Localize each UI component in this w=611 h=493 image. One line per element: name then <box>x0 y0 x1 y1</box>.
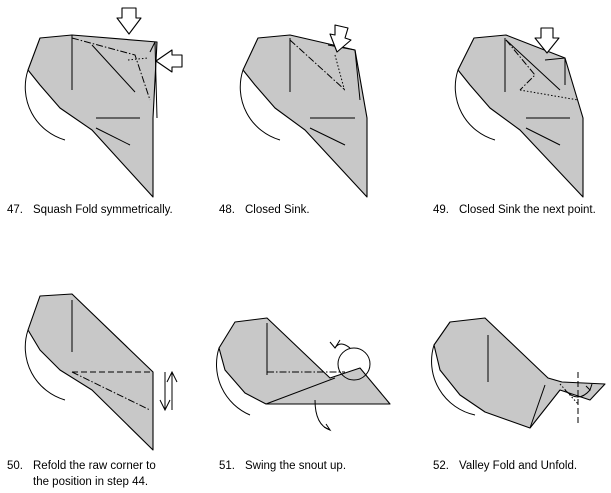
step-49-figure <box>454 27 584 198</box>
step-50-caption: 50. Refold the raw corner to the position… <box>7 458 156 490</box>
step-text: Squash Fold symmetrically. <box>33 204 173 216</box>
step-47-caption: 47. Squash Fold symmetrically. <box>7 202 173 218</box>
step-51-caption: 51. Swing the snout up. <box>219 458 346 474</box>
step-text: Valley Fold and Unfold. <box>459 460 578 472</box>
step-text: Closed Sink the next point. <box>459 204 596 216</box>
step-number: 50. <box>7 460 23 472</box>
step-number: 51. <box>219 460 235 472</box>
pleat-arrow-up-icon <box>166 370 178 383</box>
sink-arrow-icon-2 <box>534 27 560 54</box>
step-52-figure <box>431 317 606 429</box>
step-number: 52. <box>433 460 449 472</box>
step-number: 49. <box>433 204 449 216</box>
step-48-caption: 48. Closed Sink. <box>219 202 310 218</box>
step-51-figure <box>216 317 391 432</box>
step-48-figure <box>239 24 368 198</box>
valley-fold-arrow-icon <box>564 389 591 398</box>
step-text: Closed Sink. <box>245 204 310 216</box>
step-number: 48. <box>219 204 235 216</box>
step-text-line2: the position in step 44. <box>33 476 149 488</box>
step-50-figure <box>24 293 178 451</box>
step-text: Swing the snout up. <box>245 460 347 472</box>
push-arrow-left-icon <box>155 49 183 73</box>
push-arrow-down-icon <box>116 7 142 35</box>
pleat-arrow-down-icon <box>159 399 171 412</box>
step-text: Refold the raw corner to <box>33 460 156 472</box>
step-47-figure <box>24 7 183 198</box>
sink-arrow-icon <box>329 24 352 53</box>
step-number: 47. <box>7 204 23 216</box>
step-52-caption: 52. Valley Fold and Unfold. <box>433 458 577 474</box>
step-49-caption: 49. Closed Sink the next point. <box>433 202 596 218</box>
